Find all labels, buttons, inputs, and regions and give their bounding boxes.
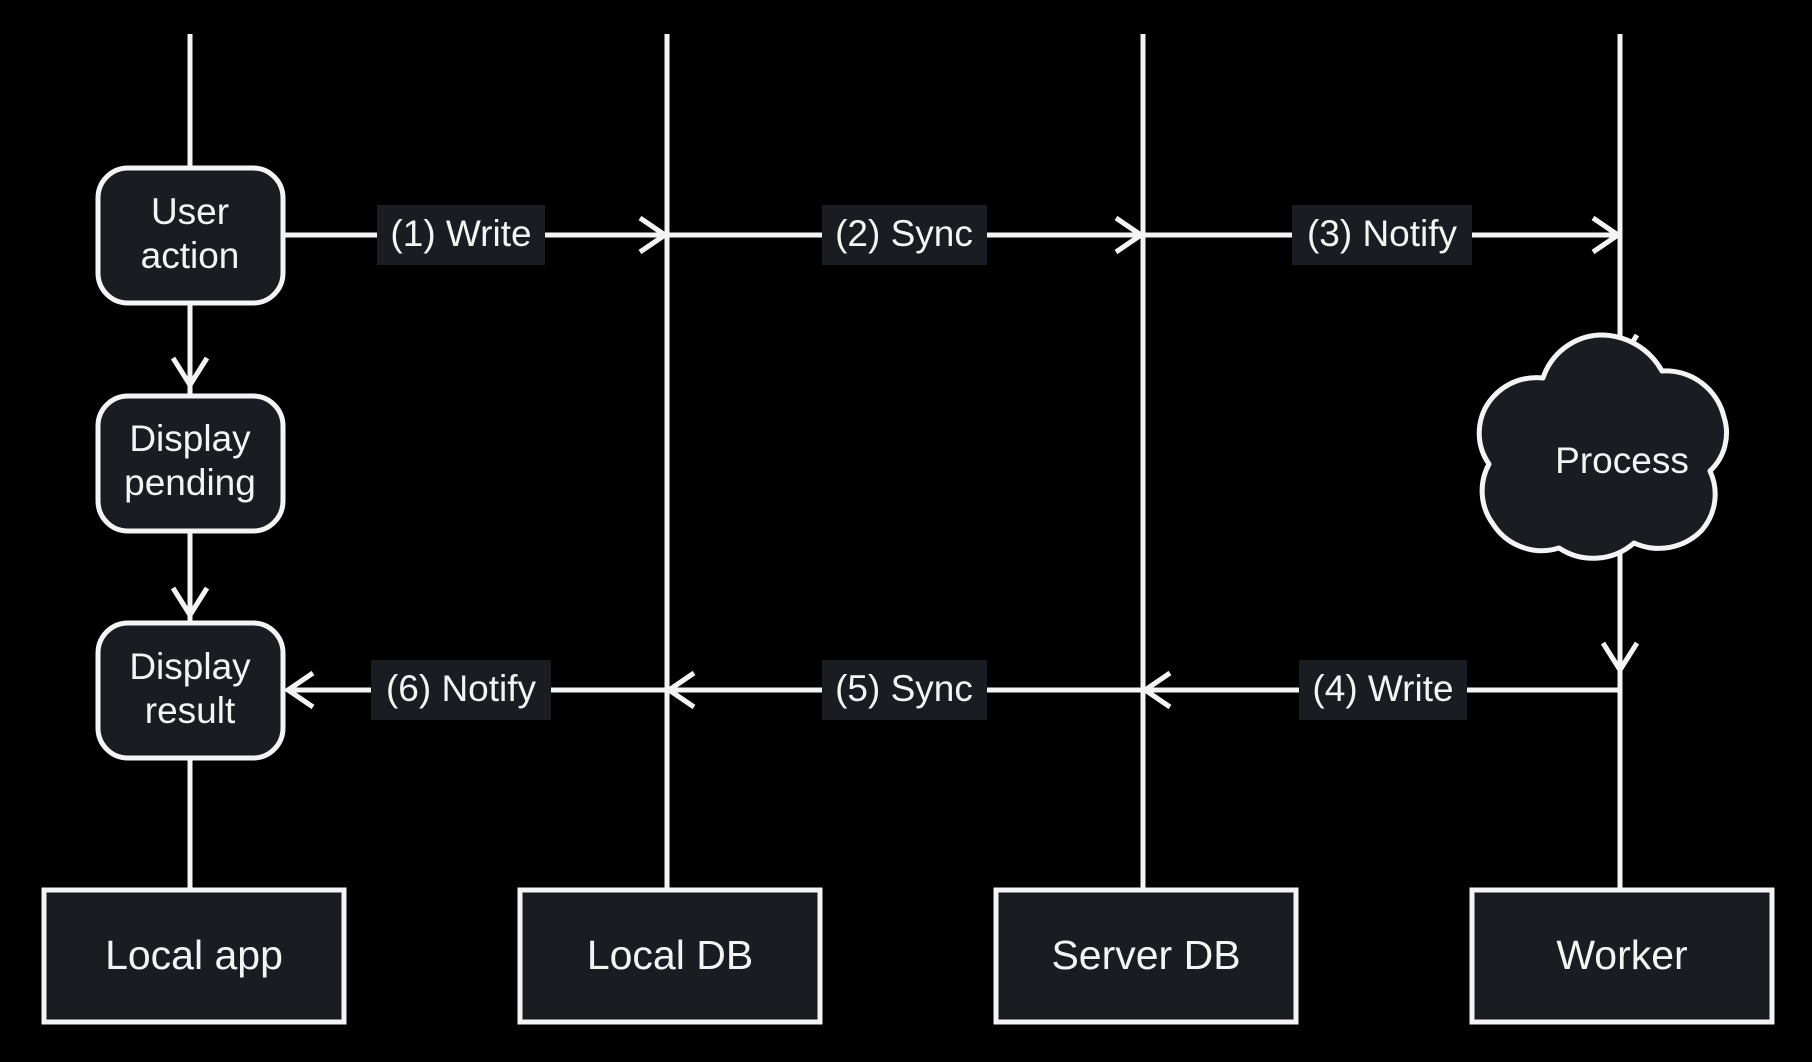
actor-local-db-label: Local DB — [587, 932, 753, 978]
actor-local-app-label: Local app — [105, 932, 283, 978]
msg-label-2-sync-bg — [822, 205, 987, 265]
msg-label-3-notify-text: (3) Notify — [1307, 213, 1458, 254]
actor-worker-box[interactable] — [1469, 887, 1775, 1025]
node-user-action-label-line1: User — [151, 191, 229, 232]
arrowhead-down-to-write — [1600, 641, 1640, 675]
node-display-pending-label-line2: pending — [124, 462, 256, 503]
node-display-pending-shape[interactable] — [95, 393, 286, 534]
msg-label-5-sync: (5) Sync — [822, 660, 987, 720]
msg-label-1-write: (1) Write — [377, 205, 545, 265]
msg-label-3-notify-bg — [1292, 205, 1472, 265]
msg-label-2-sync: (2) Sync — [822, 205, 987, 265]
arrowhead-right-msg-1 — [638, 215, 670, 255]
msg-label-4-write: (4) Write — [1299, 660, 1467, 720]
node-display-result-label-line1: Display — [129, 646, 251, 687]
node-process[interactable]: Process — [1476, 332, 1729, 561]
msg-label-1-write-bg — [377, 205, 545, 265]
msg-label-6-notify-bg — [371, 660, 551, 720]
arrowhead-left-msg-5 — [664, 670, 696, 710]
node-display-pending-label-line1: Display — [129, 418, 251, 459]
actor-server-db[interactable]: Server DB — [993, 887, 1299, 1025]
node-process-shape[interactable] — [1476, 332, 1729, 561]
vertical-flow-group-left — [170, 305, 210, 620]
arrowhead-down-pending-to-result — [170, 586, 210, 620]
msg-label-2-sync-text: (2) Sync — [835, 213, 973, 254]
node-display-result[interactable]: Display result — [95, 620, 286, 761]
actor-local-db[interactable]: Local DB — [517, 887, 823, 1025]
actor-local-app-box[interactable] — [41, 887, 347, 1025]
actor-local-db-box[interactable] — [517, 887, 823, 1025]
arrowhead-left-msg-4 — [1140, 670, 1172, 710]
lifelines-group — [187, 34, 1623, 890]
node-user-action[interactable]: User action — [95, 165, 286, 306]
msg-label-3-notify: (3) Notify — [1292, 205, 1472, 265]
node-user-action-shape[interactable] — [95, 165, 286, 306]
actor-worker-label: Worker — [1556, 932, 1687, 978]
actor-local-app[interactable]: Local app — [41, 887, 347, 1025]
node-display-pending[interactable]: Display pending — [95, 393, 286, 534]
node-display-result-label-line2: result — [145, 690, 236, 731]
msg-label-1-write-text: (1) Write — [390, 213, 531, 254]
arrowhead-left-msg-6 — [283, 670, 315, 710]
msg-label-6-notify-text: (6) Notify — [386, 668, 537, 709]
node-display-result-shape[interactable] — [95, 620, 286, 761]
actor-server-db-label: Server DB — [1051, 932, 1240, 978]
actor-server-db-box[interactable] — [993, 887, 1299, 1025]
msg-label-6-notify: (6) Notify — [371, 660, 551, 720]
msg-label-5-sync-bg — [822, 660, 987, 720]
msg-label-4-write-bg — [1299, 660, 1467, 720]
msg-label-4-write-text: (4) Write — [1312, 668, 1453, 709]
msg-label-5-sync-text: (5) Sync — [835, 668, 973, 709]
arrowhead-right-msg-2 — [1114, 215, 1146, 255]
arrowhead-right-msg-3 — [1591, 215, 1623, 255]
arrowhead-down-user-to-pending — [170, 356, 210, 390]
node-process-label: Process — [1555, 440, 1689, 481]
node-user-action-label-line2: action — [141, 235, 240, 276]
actor-worker[interactable]: Worker — [1469, 887, 1775, 1025]
